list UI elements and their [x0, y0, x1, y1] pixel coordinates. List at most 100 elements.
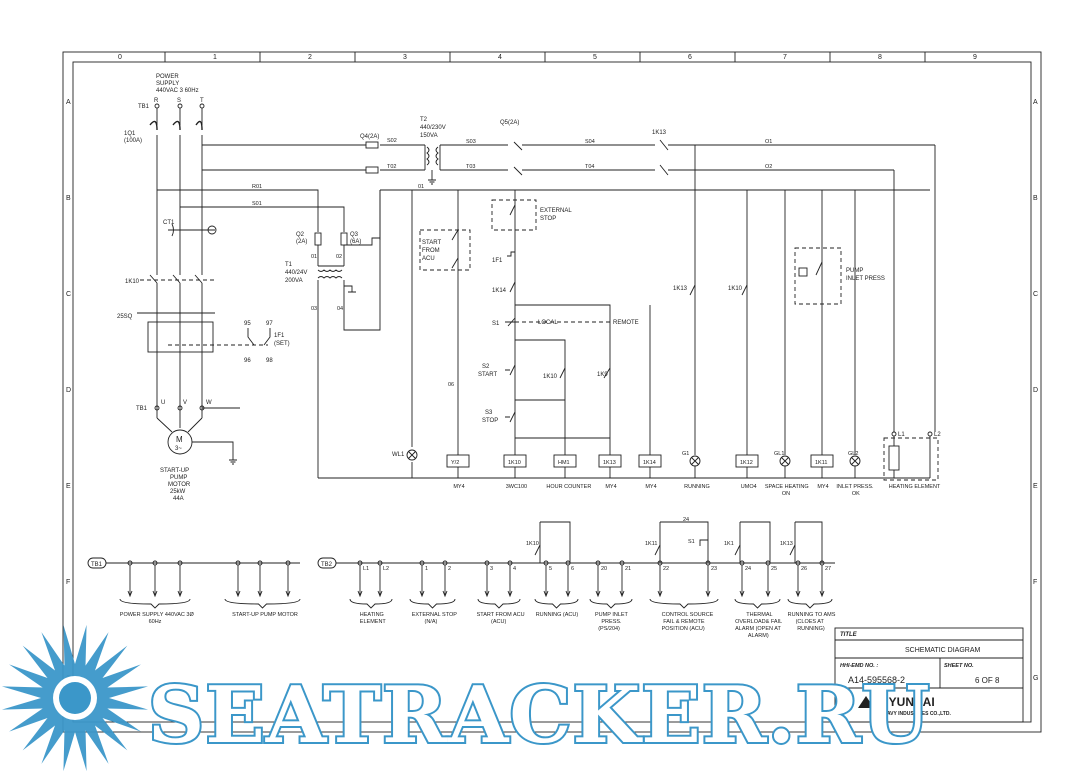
s3-tag: S3 [485, 410, 493, 416]
strip-24: 24 [683, 517, 689, 523]
start-acu-3: ACU [422, 256, 435, 262]
strip-k1: 1K1 [724, 541, 734, 547]
k13-top-label: 1K13 [652, 130, 667, 136]
ext-stop-2: STOP [540, 216, 556, 222]
coil-tag: 1K12 [740, 460, 753, 466]
phase-r: R [154, 98, 159, 104]
wire-s03: S03 [466, 139, 476, 145]
tb2-terminal-label: 26 [801, 566, 807, 572]
pump-inlet-2: INLET PRESS [846, 276, 885, 282]
k9-label: 1K9 [597, 372, 608, 378]
strip-tb1: TB1 [91, 562, 103, 568]
tb2-terminal-label: 22 [663, 566, 669, 572]
terminal-strips: TB1 TB2 1K10 1K11 S1 1K1 1K13 24 [87, 517, 835, 569]
tb2-terminal-label: 20 [601, 566, 607, 572]
terminal-group-label: ALARM (OPEN AT [735, 626, 781, 632]
contactor-1k10: 1K10 25SQ 95 97 96 98 1F1 (SET) [117, 274, 290, 364]
wire-q2-01: 01 [311, 254, 317, 260]
wire-t04: T04 [585, 164, 594, 170]
sheet-label: SHEET NO. [944, 663, 974, 669]
terminal-group-label: OVERLOAD& FAIL [735, 619, 782, 625]
terminal-group-label: POWER SUPPLY 440VAC 3Ø [120, 612, 195, 618]
tb2-terminal-label: 1 [425, 566, 428, 572]
terminal-group-label: ELEMENT [360, 619, 387, 625]
strip-k11: 1K11 [645, 541, 657, 547]
terminal-group-label: HEATING [360, 612, 384, 618]
coil-caption: OK [852, 491, 860, 497]
grid-col-3: 3 [403, 54, 407, 61]
grid-col-5: 5 [593, 54, 597, 61]
f1-set: (SET) [274, 341, 290, 347]
terminal-group-label: (N/A) [425, 619, 438, 625]
watermark: SEATRACKER.RU [1, 624, 932, 772]
breaker-rating: (100A) [124, 138, 142, 144]
tb2-terminal-label: 6 [571, 566, 574, 572]
strip-tb2: TB2 [321, 562, 333, 568]
hyundai-logo-icon [858, 696, 874, 708]
coil-9: INLET PRESS.OK [836, 455, 874, 497]
wire-q3-02: 02 [336, 254, 342, 260]
grid-row-labels: AABBCCDDEEFFGG [66, 99, 1038, 682]
motor-cap-3: MOTOR [168, 482, 191, 488]
grid-row-B: B [66, 195, 71, 202]
terminal-group-label: EXTERNAL STOP [412, 612, 458, 618]
terminal-group-label: START FROM ACU [477, 612, 525, 618]
wl1-label: WL1 [392, 452, 405, 458]
startup-pump-motor: TB1 U V W M 3~ START-UP PUMP MOTOR 25kW … [136, 400, 240, 502]
tb2-terminal-label: 4 [513, 566, 516, 572]
k10-c-label: 1K10 [728, 286, 743, 292]
grid-col-9: 9 [973, 54, 977, 61]
terminal-group-label: START-UP PUMP MOTOR [232, 612, 298, 618]
f1-control-label: 1F1 [492, 258, 503, 264]
tb2-terminal-label: 27 [825, 566, 831, 572]
f1-96: 96 [244, 358, 251, 364]
terminal-group-label: CONTROL SOURCE [662, 612, 714, 618]
grid-row-F: F [66, 579, 70, 586]
supply-title-2: SUPPLY [156, 81, 179, 87]
motor-3ph: 3~ [175, 446, 182, 452]
start-acu-1: START [422, 240, 441, 246]
phase-t: T [200, 98, 204, 104]
doc-label: HHI-EMD NO. : [840, 663, 878, 669]
wire-s04: S04 [585, 139, 595, 145]
grid-col-0: 0 [118, 54, 122, 61]
coil-tag: 1K10 [508, 460, 521, 466]
coil-caption: SPACE HEATING [765, 484, 809, 490]
k14-label: 1K14 [492, 288, 507, 294]
coil-tag: Y/2 [451, 460, 459, 466]
grid-row-E: E [66, 483, 71, 490]
q5-label: Q5(2A) [500, 120, 519, 126]
supply-terminal: TB1 [138, 104, 150, 110]
t1-ratio: 440/24V [285, 270, 307, 276]
power-supply-block: POWER SUPPLY 440VAC 3 60Hz TB1 R S T 1Q1… [124, 74, 205, 144]
heating-element: L1 L2 [883, 431, 941, 481]
f1-98: 98 [266, 358, 273, 364]
coil-caption: MY4 [605, 484, 616, 490]
wire-o1: O1 [765, 139, 772, 145]
wire-03: 03 [311, 306, 317, 312]
tb2-terminal-label: L1 [363, 566, 369, 572]
outer-frame [62, 51, 1042, 733]
f1-tag: 1F1 [274, 333, 285, 339]
k13-label: 1K13 [673, 286, 688, 292]
coil-5: RUNNING [684, 455, 710, 490]
wire-r01: R01 [252, 184, 262, 190]
ext-stop-1: EXTERNAL [540, 208, 572, 214]
tb2-terminal-label: 23 [711, 566, 717, 572]
terminal-group-5: RUNNING (ACU) [534, 598, 579, 618]
wire-o2: O2 [765, 164, 772, 170]
title-block: TITLE SCHEMATIC DIAGRAM HHI-EMD NO. : A1… [834, 627, 1024, 723]
terminal-group-label: POSITION (ACU) [662, 626, 705, 632]
grid-row-right-E: E [1033, 483, 1038, 490]
sq25-label: 25SQ [117, 314, 133, 320]
tb2-terminal-label: 5 [549, 566, 552, 572]
coil-caption: 3WC100 [506, 484, 527, 490]
motor-tb1: TB1 [136, 406, 148, 412]
